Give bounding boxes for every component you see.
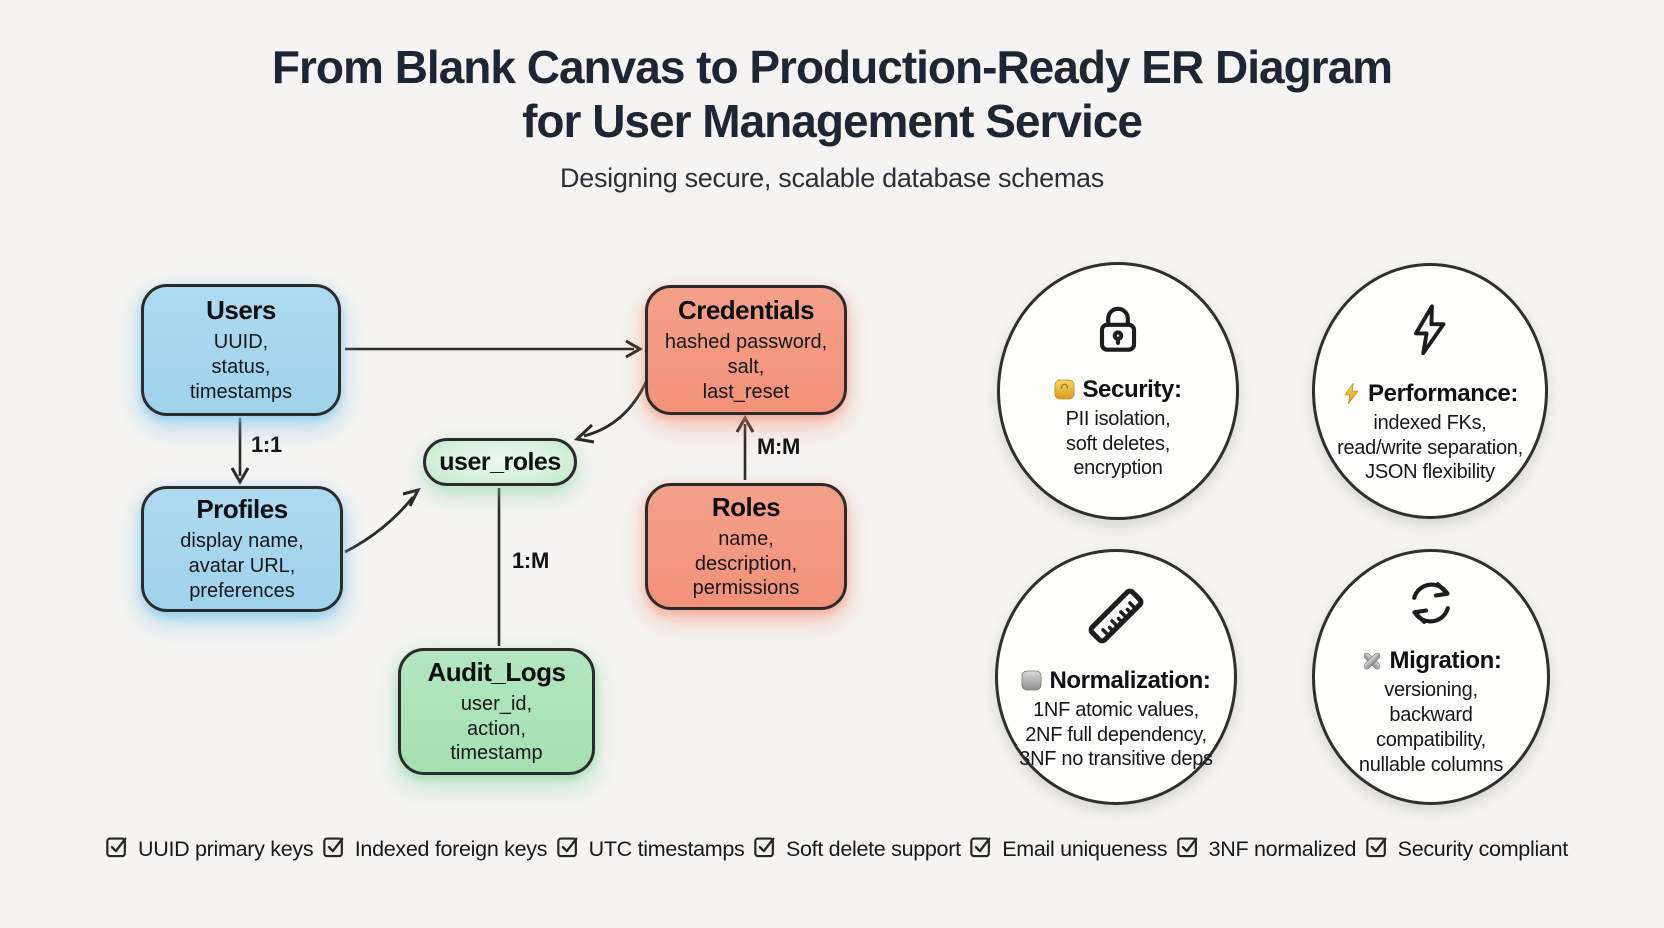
relationship-label-1-m: 1:M (512, 548, 549, 573)
entity-users-fields: UUID, status, timestamps (189, 331, 293, 403)
header: From Blank Canvas to Production-Ready ER… (0, 40, 1664, 194)
curve-credentials-userroles (583, 381, 648, 438)
principle-performance: Performance: indexed FKs, read/write sep… (1312, 263, 1548, 519)
entity-profiles-name: Profiles (196, 494, 288, 525)
sync-arrows-icon (1398, 572, 1464, 639)
checklist-label: UUID primary keys (138, 836, 314, 861)
crossed-tools-emoji-icon (1363, 653, 1380, 670)
performance-details: indexed FKs, read/write separation, JSON… (1337, 411, 1523, 484)
security-details: PII isolation, soft deletes, encryption (1065, 407, 1171, 480)
checklist-item-uuid-primary-keys: UUID primary keys (104, 834, 314, 864)
checklist-item-soft-delete-support: Soft delete support (752, 834, 961, 864)
best-practices-checklist: UUID primary keys Indexed foreign keys U… (104, 834, 1568, 864)
checkbox-checked-icon (104, 834, 129, 864)
gray-square-emoji-icon (1022, 670, 1042, 691)
lightning-icon (1401, 293, 1459, 372)
title-line-1: From Blank Canvas to Production-Ready ER… (271, 41, 1393, 93)
normalization-label: Normalization: (1049, 666, 1211, 694)
entity-users: Users UUID, status, timestamps (141, 284, 341, 416)
checklist-item-email-uniqueness: Email uniqueness (968, 834, 1167, 864)
checklist-item-utc-timestamps: UTC timestamps (555, 834, 745, 864)
checklist-label: Security compliant (1397, 836, 1569, 861)
lightning-emoji-icon (1344, 383, 1359, 405)
entity-roles-fields: name, description, permissions (692, 527, 800, 600)
entity-profiles-fields: display name, avatar URL, preferences (180, 530, 304, 602)
checklist-item-3nf-normalized: 3NF normalized (1175, 834, 1357, 864)
page-subtitle: Designing secure, scalable database sche… (560, 162, 1104, 193)
entity-credentials: Credentials hashed password, salt, last_… (645, 285, 847, 415)
principle-security: Security: PII isolation, soft deletes, e… (997, 262, 1239, 520)
checklist-item-security-compliant: Security compliant (1364, 834, 1568, 864)
checkbox-checked-icon (555, 834, 580, 864)
gold-lock-emoji-icon (1055, 379, 1075, 400)
entity-audit-logs-fields: user_id, action, timestamp (450, 692, 543, 765)
entity-audit-logs: Audit_Logs user_id, action, timestamp (398, 648, 595, 775)
lock-icon (1087, 297, 1149, 368)
arrowhead-roles-credentials (735, 414, 755, 433)
entity-credentials-fields: hashed password, salt, last_reset (664, 331, 828, 403)
entity-roles-name: Roles (711, 491, 781, 522)
checklist-label: Indexed foreign keys (354, 836, 548, 861)
security-label: Security: (1082, 375, 1182, 403)
relationship-label-m-m: M:M (757, 434, 801, 459)
ruler-icon (1078, 578, 1154, 659)
principle-migration: Migration: versioning, backward compatib… (1312, 549, 1550, 805)
principle-normalization: Normalization: 1NF atomic values, 2NF fu… (995, 549, 1237, 805)
normalization-details: 1NF atomic values, 2NF full dependency, … (1019, 698, 1213, 771)
arrowhead-credentials-userroles (573, 423, 595, 444)
entity-roles: Roles name, description, permissions (645, 483, 847, 610)
checklist-label: Soft delete support (785, 836, 961, 861)
entity-users-name: Users (206, 295, 276, 326)
relationship-label-1-1: 1:1 (251, 432, 282, 457)
curve-profiles-userroles (344, 496, 415, 554)
migration-details: versioning, backward compatibility, null… (1358, 679, 1504, 776)
entity-audit-logs-name: Audit_Logs (427, 656, 567, 687)
entity-user-roles: user_roles (423, 438, 577, 486)
checklist-label: UTC timestamps (588, 836, 745, 861)
performance-label: Performance: (1368, 379, 1518, 407)
title-line-2: for User Management Service (522, 95, 1143, 148)
page-title: From Blank Canvas to Production-Ready ER… (0, 40, 1664, 149)
checklist-label: Email uniqueness (1002, 836, 1168, 861)
checkbox-checked-icon (968, 834, 993, 864)
arrowhead-profiles-userroles (402, 487, 421, 507)
checkbox-checked-icon (321, 834, 346, 864)
checkbox-checked-icon (1175, 834, 1200, 864)
checkbox-checked-icon (752, 834, 777, 864)
checklist-item-indexed-foreign-keys: Indexed foreign keys (321, 834, 547, 864)
arrowhead-users-profiles (230, 467, 250, 486)
checkbox-checked-icon (1364, 834, 1389, 864)
migration-label: Migration: (1389, 647, 1502, 675)
entity-user-roles-name: user_roles (439, 447, 561, 476)
entity-profiles: Profiles display name, avatar URL, prefe… (141, 486, 343, 612)
entity-credentials-name: Credentials (677, 295, 815, 326)
arrowhead-users-credentials (625, 339, 644, 359)
checklist-label: 3NF normalized (1208, 836, 1357, 861)
